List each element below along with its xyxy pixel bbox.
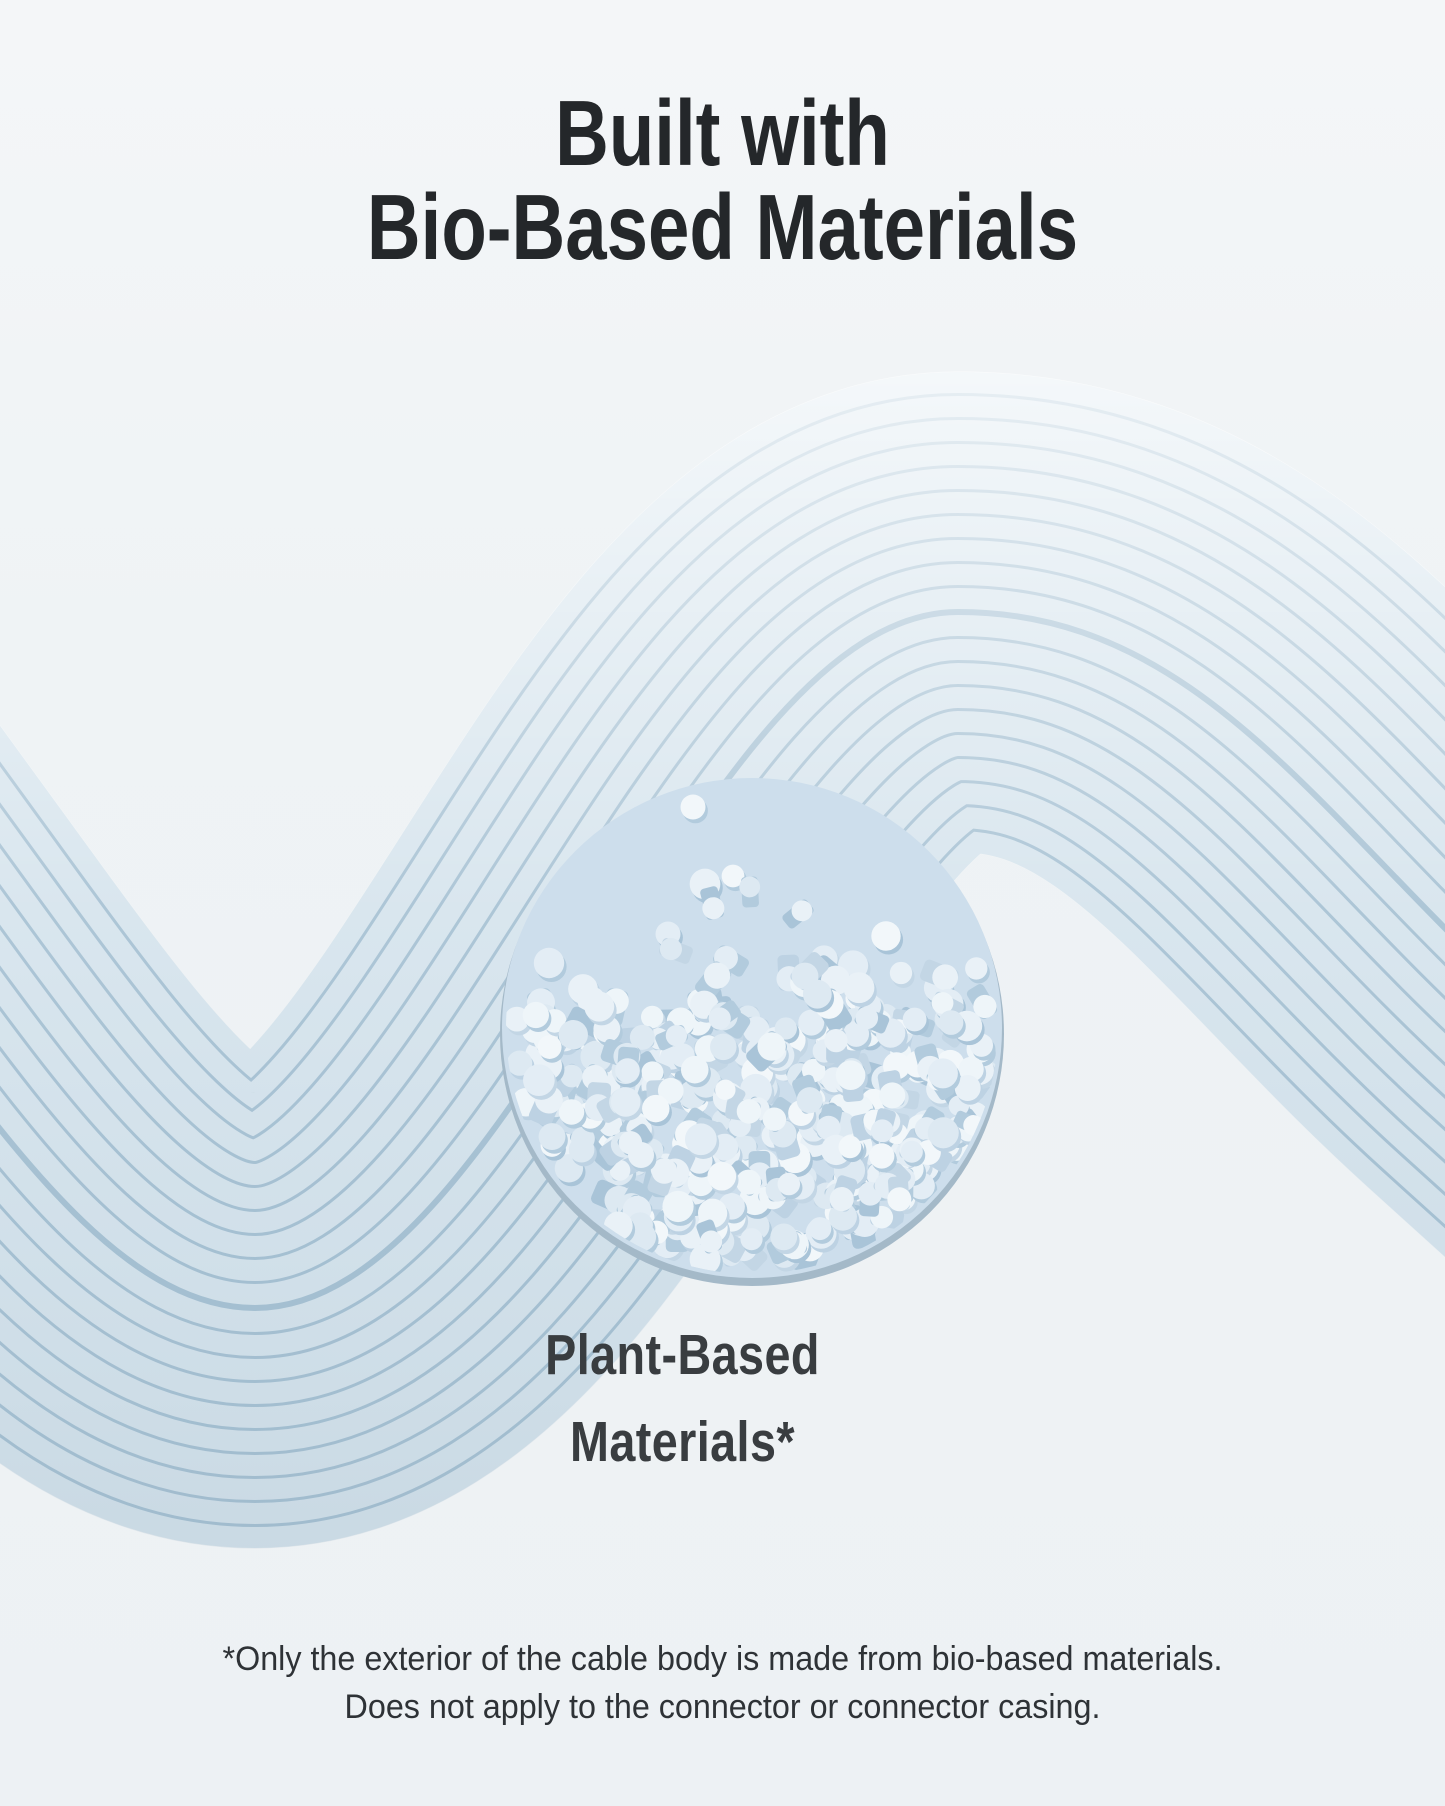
page-title: Built with Bio-Based Materials <box>145 86 1301 274</box>
title-line-2: Bio-Based Materials <box>366 175 1079 279</box>
inset-caption: Plant-Based Materials* <box>90 1312 1275 1486</box>
pellets <box>506 794 998 1274</box>
footnote-line-1: *Only the exterior of the cable body is … <box>222 1640 1223 1678</box>
caption-line-2: Materials* <box>570 1410 795 1474</box>
footnote: *Only the exterior of the cable body is … <box>36 1635 1409 1731</box>
pellet-disc <box>500 778 1004 1286</box>
title-line-1: Built with <box>555 81 890 185</box>
caption-line-1: Plant-Based <box>545 1323 820 1387</box>
footnote-line-2: Does not apply to the connector or conne… <box>344 1688 1101 1726</box>
